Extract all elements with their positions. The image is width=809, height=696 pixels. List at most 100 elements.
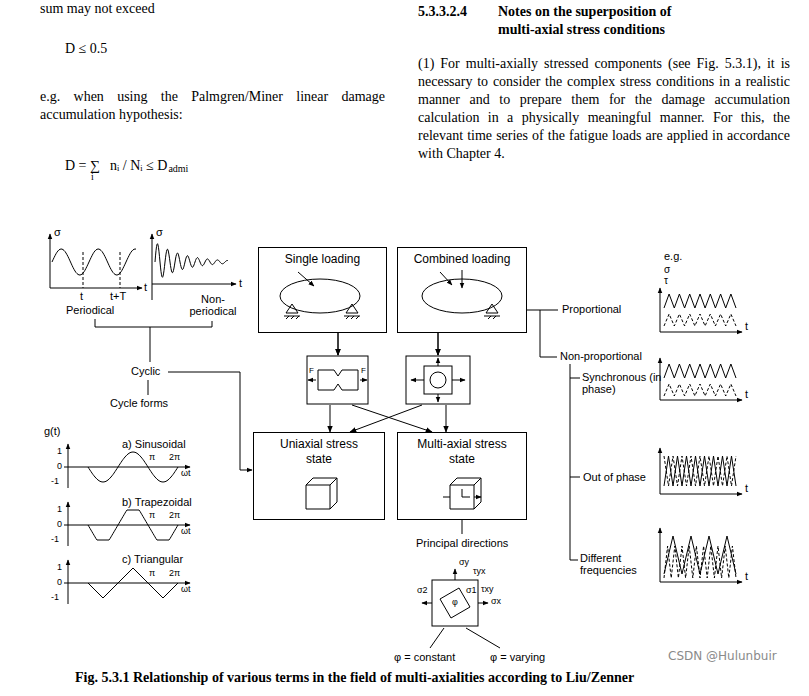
diagram-label: t [745, 570, 748, 582]
diagram-label: Cycle forms [110, 397, 168, 409]
diagram-label: Periodical [66, 304, 114, 316]
connector-segment [352, 405, 432, 432]
diagram-label: Cyclic [131, 365, 160, 377]
body-text: (1) For multi-axially stressed component… [418, 55, 790, 163]
axis-label: σy [459, 557, 469, 567]
waveform [64, 467, 190, 468]
diagram-label: t [745, 482, 748, 494]
waveform [660, 582, 742, 583]
flow-arrow [338, 333, 432, 432]
box-title: Single loading [273, 252, 373, 267]
diagram-label: t [239, 277, 242, 289]
axis-label: ωt [181, 468, 191, 478]
waveform [664, 364, 736, 378]
waveform [664, 384, 736, 396]
waveform [660, 494, 742, 495]
load-box: Multi-axial stress state [397, 432, 527, 520]
diagram-label: e.g. [664, 250, 682, 262]
diagram-label: Proportional [562, 303, 621, 315]
axis-label: ωt [181, 584, 191, 594]
axis-label: -1 [51, 534, 59, 544]
axis-label: σ2 [417, 585, 428, 595]
load-box: Single loading [258, 247, 387, 333]
diagram-label: t [745, 388, 748, 400]
axis-label: σ [664, 264, 670, 275]
axis-label: ωt [181, 526, 191, 536]
waveform [68, 444, 69, 488]
axis-label: φ [452, 597, 458, 607]
diagram-label: t [144, 281, 147, 293]
diagram-label: Principal directions [416, 537, 508, 549]
axis-label: 1 [57, 446, 62, 456]
diagram-label: Non-periodical [184, 293, 242, 317]
body-text: nᵢ / Nᵢ ≤ D [110, 157, 167, 175]
formula-subscript: i [91, 171, 94, 182]
waveform [52, 249, 136, 275]
body-text: D ≤ 0.5 [65, 40, 107, 58]
axis-label: 0 [57, 519, 62, 529]
axis-label: 0 [57, 577, 62, 587]
connector-segment [350, 405, 422, 432]
diagram-label: φ = constant [394, 651, 455, 663]
connector-segment [438, 333, 439, 355]
axis-label: 1 [57, 504, 62, 514]
connector-segment [438, 333, 439, 355]
box-title: Combined loading [412, 252, 512, 267]
diagram-label: Synchronous (in phase) [582, 371, 662, 395]
waveform [660, 448, 661, 494]
waveform [664, 456, 736, 486]
waveform [664, 456, 736, 486]
axis-label: π [149, 510, 155, 520]
connector-segment [330, 405, 331, 432]
diagram-label: b) Trapezoidal [122, 496, 192, 508]
waveform [660, 288, 661, 332]
load-box: Uniaxial stress state [253, 432, 385, 520]
waveform [88, 510, 178, 540]
diagram-label: Non-proportional [560, 350, 642, 362]
diagram-label: t+T [110, 290, 126, 302]
waveform [660, 528, 661, 582]
diagram-label: a) Sinusoidal [122, 438, 186, 450]
figure-caption: Fig. 5.3.1 Relationship of various terms… [75, 670, 634, 686]
axis-label: π [149, 452, 155, 462]
connector-segment [338, 333, 339, 355]
diagram-label: Out of phase [583, 471, 646, 483]
force-label: F [309, 366, 314, 375]
axis-label: τxy [481, 584, 494, 594]
axis-label: τ [664, 275, 668, 286]
body-text: D = ∑ [65, 157, 100, 175]
body-text: sum may not exceed [40, 0, 155, 18]
diagram-label: t [80, 290, 83, 302]
axis-label: 0 [57, 461, 62, 471]
body-text: e.g. when using the Palmgren/Miner linea… [40, 88, 385, 124]
diagram-label: t [745, 320, 748, 332]
box-title: Uniaxial stress state [269, 437, 369, 467]
diagram-label: σ [156, 226, 163, 238]
diagram-label: φ = varying [490, 651, 545, 663]
axis-label: 1 [57, 562, 62, 572]
axis-label: τyx [473, 566, 486, 576]
flow-arrow [350, 333, 438, 432]
waveform [88, 452, 178, 482]
diagram-label: Different frequencies [580, 552, 660, 576]
section-heading: Notes on the superposition of multi-axia… [498, 3, 698, 39]
watermark: CSDN @Hulunbuir [668, 649, 777, 663]
axis-label: σx [491, 596, 501, 606]
axis-label: -1 [51, 476, 59, 486]
waveform [68, 560, 69, 604]
diagram-label: c) Triangular [122, 553, 183, 565]
diagram-label: σ [54, 226, 61, 238]
waveform [64, 525, 190, 526]
force-label: F [361, 366, 366, 375]
section-heading: 5.3.3.2.4 [418, 3, 467, 21]
formula-subscript: admi [168, 163, 188, 174]
box-title: Multi-axial stress state [412, 437, 512, 467]
waveform [660, 332, 742, 333]
waveform [664, 546, 736, 578]
waveform [64, 583, 190, 584]
axis-label: 2π [169, 568, 180, 578]
waveform [155, 244, 228, 278]
load-box: Combined loading [397, 247, 527, 333]
axis-label: 2π [169, 452, 180, 462]
diagram-label: g(t) [44, 425, 61, 437]
